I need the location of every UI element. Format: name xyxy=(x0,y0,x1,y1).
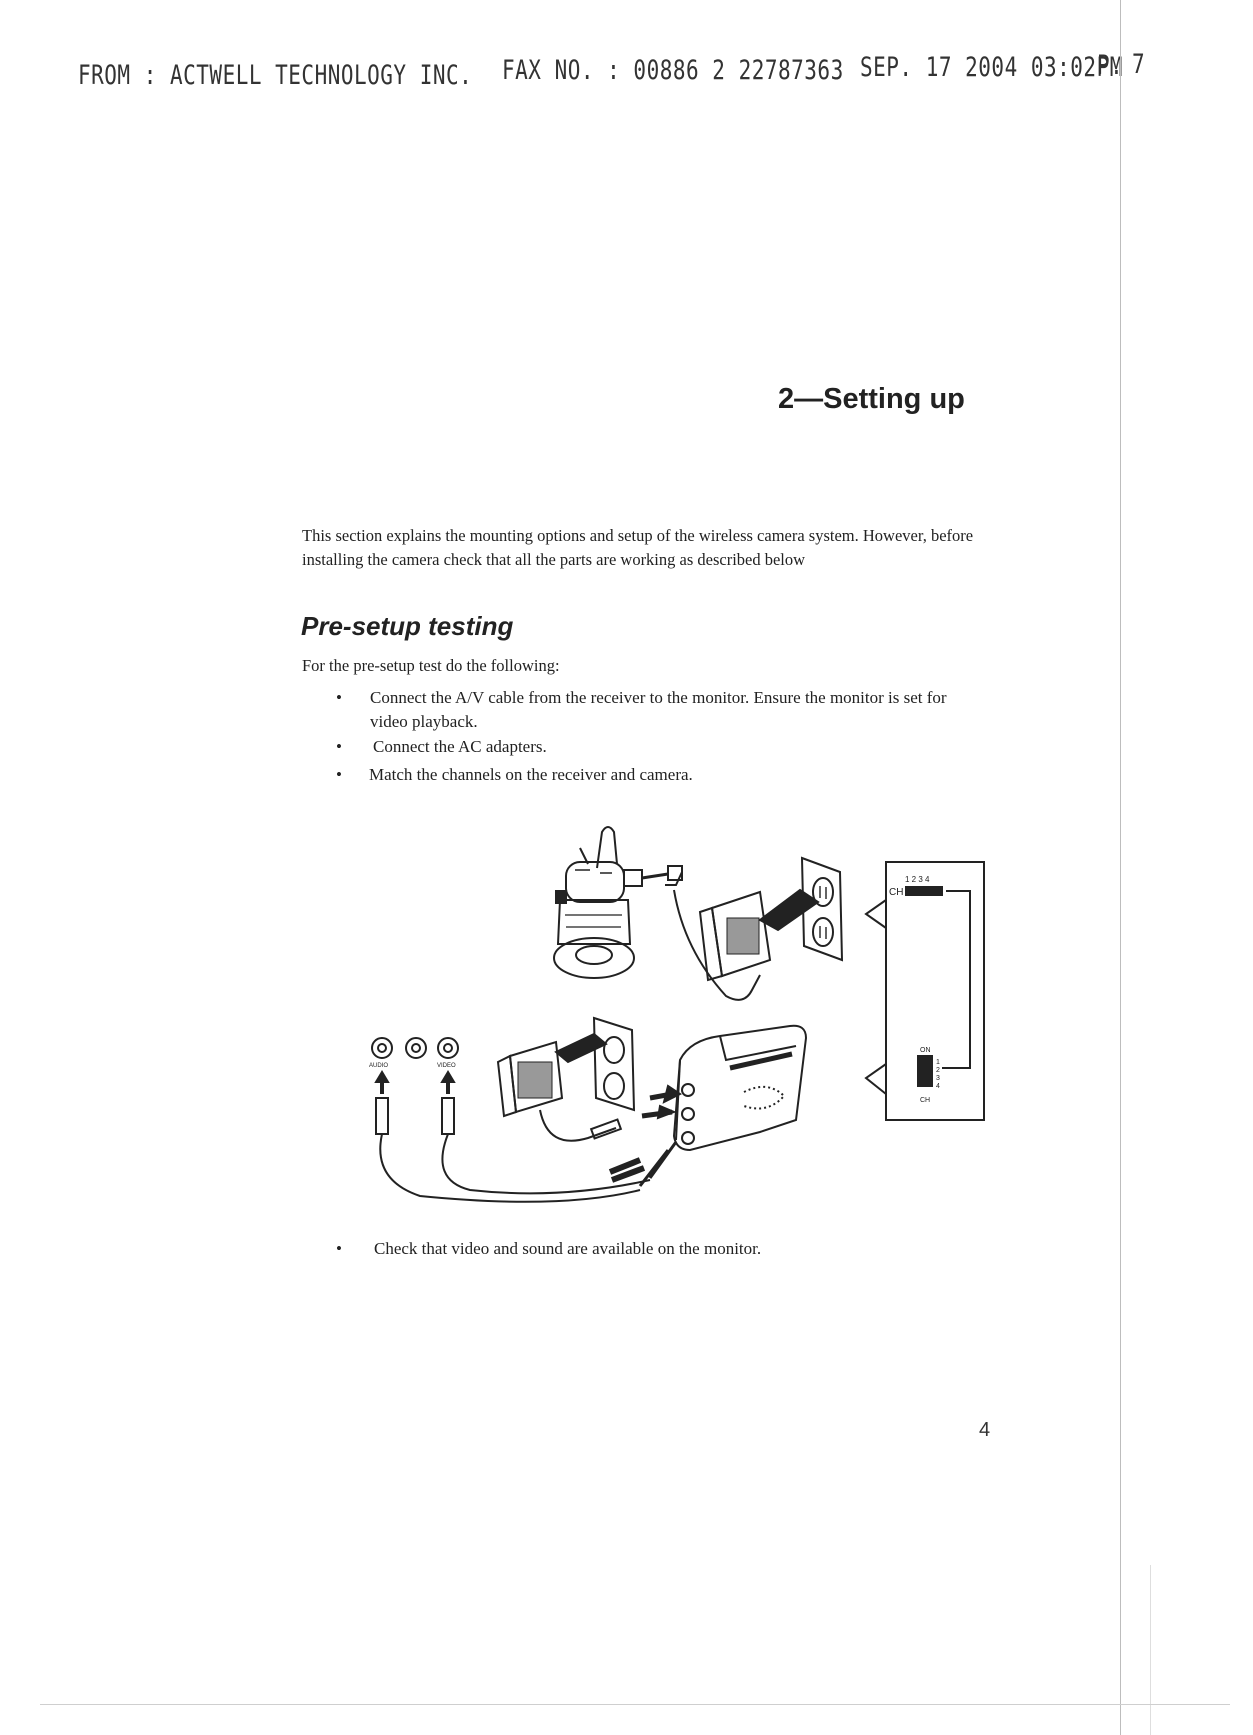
receiver-ac-adapter xyxy=(496,1032,623,1142)
fax-page-label: P. xyxy=(1097,50,1124,80)
bullet-icon: • xyxy=(336,1239,342,1258)
camera-illustration xyxy=(553,826,635,979)
section-title: Pre-setup testing xyxy=(301,611,514,641)
switch-bottom-number: 3 xyxy=(936,1075,940,1082)
bullet-icon: • xyxy=(336,688,342,707)
setup-diagram: 1 2 3 4 CH ON 1 2 3 4 CH AUDIO VIDEO xyxy=(369,826,985,1203)
wall-outlet-top xyxy=(800,856,844,962)
av-cable xyxy=(375,1097,678,1203)
jack-video-label: VIDEO xyxy=(437,1063,456,1069)
final-step-item: • Check that video and sound are availab… xyxy=(336,1237,974,1261)
switch-bottom-number: 2 xyxy=(936,1067,940,1074)
page-number: 4 xyxy=(979,1419,991,1441)
switch-bottom-number: 1 xyxy=(936,1059,940,1066)
fax-number: FAX NO. : 00886 2 22787363 xyxy=(502,55,844,85)
switch-bottom-on: ON xyxy=(920,1047,931,1054)
step-text: Match the channels on the receiver and c… xyxy=(369,765,693,784)
wall-outlet-bottom xyxy=(592,1016,636,1112)
bullet-icon: • xyxy=(336,765,342,784)
lead-in-text: For the pre-setup test do the following: xyxy=(302,656,560,675)
fax-date: SEP. 17 2004 03:02PM xyxy=(860,52,1123,82)
switch-bottom-number: 4 xyxy=(936,1083,940,1090)
fax-from: FROM : ACTWELL TECHNOLOGY INC. xyxy=(78,60,473,90)
intro-paragraph: This section explains the mounting optio… xyxy=(302,526,974,569)
scan-bottom-line xyxy=(40,1704,1230,1705)
switch-top-label: CH xyxy=(889,887,903,898)
step-item: • Connect the AC adapters. xyxy=(336,735,973,759)
scan-edge-line xyxy=(1120,0,1121,1735)
camera-ac-adapter xyxy=(698,888,820,982)
camera-power-cable xyxy=(623,865,761,1001)
bullet-icon: • xyxy=(336,737,342,756)
step-text: Connect the A/V cable from the receiver … xyxy=(370,688,947,731)
step-item: • Match the channels on the receiver and… xyxy=(336,763,969,787)
step-text: Connect the AC adapters. xyxy=(373,737,547,756)
chapter-title: 2—Setting up xyxy=(778,383,965,415)
jack-audio-label: AUDIO xyxy=(369,1063,388,1069)
step-item: • Connect the A/V cable from the receive… xyxy=(336,686,970,734)
switch-top-numbers: 1 2 3 4 xyxy=(905,875,930,884)
monitor-rca-jacks xyxy=(371,1037,459,1094)
receiver-illustration xyxy=(641,1024,808,1152)
fax-page-number: 7 xyxy=(1132,49,1146,79)
final-step-text: Check that video and sound are available… xyxy=(374,1239,762,1258)
channel-switch-panel xyxy=(864,861,985,1121)
switch-bottom-label: CH xyxy=(920,1097,930,1104)
scan-edge-line xyxy=(1150,1565,1151,1735)
